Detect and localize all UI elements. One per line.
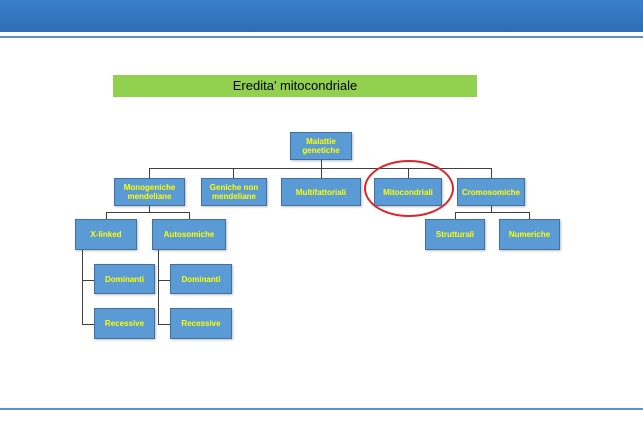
node-numeriche: Numeriche bbox=[499, 219, 560, 250]
node-monogeniche-mendeliane: Monogeniche mendeliane bbox=[114, 178, 185, 206]
connector-to-x-dominanti bbox=[82, 280, 94, 281]
node-x-recessive: Recessive bbox=[94, 308, 155, 339]
connector-to-strutturali bbox=[455, 212, 456, 219]
connector-to-a-dominanti bbox=[158, 280, 170, 281]
connector-to-monogeniche bbox=[149, 168, 150, 178]
connector-to-cromosomiche bbox=[491, 168, 492, 178]
connector-cromosomiche-down bbox=[491, 206, 492, 213]
node-autosomiche: Autosomiche bbox=[152, 219, 226, 250]
connector-x-linked-trunk bbox=[82, 250, 83, 324]
header-divider bbox=[0, 36, 643, 38]
connector-autosomiche-trunk bbox=[158, 250, 159, 324]
connector-to-a-recessive bbox=[158, 324, 170, 325]
header-bar bbox=[0, 0, 643, 32]
node-multifattoriali: Multifattoriali bbox=[281, 178, 361, 206]
mitocondriali-highlight-circle bbox=[364, 160, 454, 217]
node-geniche-non-mendeliane: Geniche non mendeliane bbox=[201, 178, 267, 206]
node-malattie-genetiche: Malattie genetiche bbox=[290, 132, 352, 160]
connector-to-x-recessive bbox=[82, 324, 94, 325]
node-cromosomiche: Cromosomiche bbox=[457, 178, 525, 206]
connector-to-numeriche bbox=[529, 212, 530, 219]
connector-to-autosomiche bbox=[189, 212, 190, 219]
connector-root-down bbox=[321, 160, 322, 169]
connector-cromosomiche-bus bbox=[455, 212, 530, 213]
node-x-dominanti: Dominanti bbox=[94, 264, 155, 294]
connector-monogeniche-down bbox=[149, 206, 150, 213]
connector-monogeniche-bus bbox=[106, 212, 190, 213]
connector-level1-bus bbox=[149, 168, 491, 169]
node-a-dominanti: Dominanti bbox=[170, 264, 232, 294]
node-strutturali: Strutturali bbox=[425, 219, 485, 250]
slide-title: Eredita’ mitocondriale bbox=[113, 75, 477, 97]
connector-to-geniche-non bbox=[233, 168, 234, 178]
node-x-linked: X-linked bbox=[75, 219, 137, 250]
connector-to-x-linked bbox=[106, 212, 107, 219]
connector-to-multifattoriali bbox=[321, 168, 322, 178]
footer-divider bbox=[0, 408, 643, 410]
node-a-recessive: Recessive bbox=[170, 308, 232, 339]
